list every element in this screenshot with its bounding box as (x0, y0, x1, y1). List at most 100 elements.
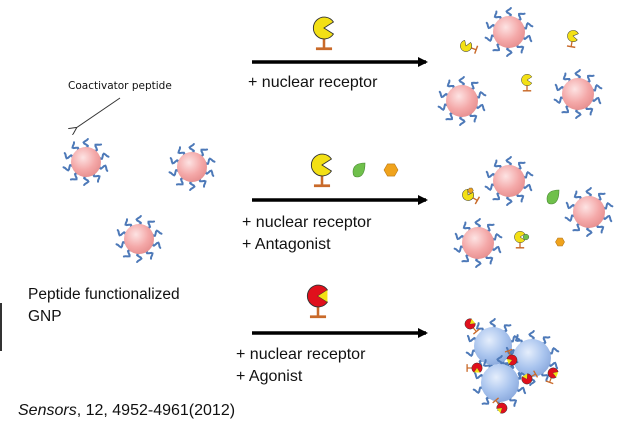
molecule-layer (306, 16, 579, 414)
gnp-row2-b (564, 187, 614, 237)
gnp-core (474, 327, 512, 365)
nanoparticle-layer (62, 7, 614, 411)
peptide-squiggle (585, 187, 592, 198)
peptide-squiggle (548, 347, 560, 355)
receptor-head (462, 188, 474, 201)
citation: Sensors, 12, 4952-4961(2012) (18, 402, 235, 420)
peptide-squiggle (505, 156, 512, 167)
peptide-squiggle (475, 257, 482, 268)
receptor-base (492, 397, 500, 404)
peptide-squiggle (199, 148, 209, 157)
free-receptor-row1-c (521, 74, 533, 92)
agonist-pocket (553, 371, 559, 378)
peptide-squiggle (575, 108, 582, 119)
peptide-squiggle (145, 249, 154, 260)
peptide-squiggle (586, 226, 593, 237)
peptide-squiggle (438, 90, 449, 99)
agonist-pocket (506, 358, 512, 365)
free-receptor-row1-b (460, 40, 479, 54)
receptor-head (547, 367, 559, 379)
peptide-squiggle (565, 201, 576, 210)
receptor-head (521, 373, 533, 385)
citation-journal: Sensors (18, 402, 77, 419)
citation-details: , 12, 4952-4961(2012) (76, 402, 236, 419)
peptide-squiggle (124, 218, 133, 229)
coactivator-pointer-arrow (76, 97, 121, 128)
free-antagonist-green-row2 (546, 189, 560, 205)
peptide-squiggle (505, 7, 512, 18)
peptide-squiggle (602, 214, 613, 223)
peptide-squiggle (516, 12, 526, 21)
peptide-squiggle (446, 79, 455, 90)
gnp-core (462, 227, 494, 259)
peptide-squiggle (485, 254, 494, 265)
agonist-pocket (318, 290, 328, 302)
antagonist-orange-icon (383, 163, 399, 177)
condition-agonist-receptor: + nuclear receptor (236, 346, 366, 363)
peptide-squiggle (522, 183, 533, 192)
gnp-core (513, 339, 551, 377)
receptor-base (566, 45, 576, 49)
condition-nuclear-receptor: + nuclear receptor (248, 74, 378, 91)
peptide-squiggle (98, 164, 109, 172)
gnp-row1-b (437, 76, 487, 126)
peptide-squiggle (474, 218, 481, 229)
peptide-squiggle (493, 10, 502, 21)
gnp-core (573, 196, 605, 228)
peptide-squiggle (177, 146, 186, 157)
receptor-head (496, 402, 508, 414)
peptide-squiggle (484, 183, 496, 191)
peptide-squiggle (574, 69, 581, 80)
peptide-squiggle (516, 386, 527, 395)
peptide-squiggle (522, 22, 534, 30)
peptide-squiggle (591, 84, 603, 92)
peptide-squiggle (175, 177, 185, 186)
gnp-caption-line2: GNP (28, 308, 62, 325)
condition-antagonist-receptor: + nuclear receptor (242, 214, 372, 231)
receptor-base (474, 196, 481, 205)
peptide-squiggle (516, 43, 525, 54)
bound-agonist-row3-f (492, 397, 508, 414)
peptide-squiggle (602, 202, 614, 210)
peptide-squiggle (516, 372, 528, 380)
edge-divider (0, 303, 2, 351)
bound-agonist-row3-a (464, 318, 480, 335)
peptide-squiggle (485, 170, 496, 179)
peptide-squiggle (204, 157, 216, 165)
peptide-squiggle (564, 214, 576, 222)
gnp-start-2 (168, 143, 216, 191)
bound-agonist-row3-b (504, 348, 518, 366)
peptide-squiggle (540, 371, 550, 382)
peptide-squiggle (496, 355, 503, 366)
peptide-squiggle (146, 220, 156, 229)
peptide-squiggle (561, 105, 571, 114)
peptide-squiggle (492, 192, 502, 201)
peptide-squiggle (461, 254, 471, 263)
peptide-squiggle (151, 241, 162, 249)
peptide-squiggle (93, 143, 103, 152)
agonist-pocket (474, 368, 480, 373)
peptide-squiggle (516, 161, 526, 170)
gnp-aggregate-b (504, 330, 560, 386)
agonist-pocket (522, 373, 528, 379)
peptide-squiggle (506, 195, 513, 206)
antagonist-orange-bound (467, 187, 474, 194)
peptide-squiggle (522, 171, 534, 179)
peptide-squiggle (481, 396, 491, 405)
peptide-squiggle (83, 175, 90, 186)
peptide-squiggle (522, 34, 533, 43)
receptor-antagonist-row2-a (462, 187, 481, 205)
bound-agonist-row3-e (521, 370, 539, 385)
peptide-squiggle (62, 164, 74, 172)
peptide-squiggle (475, 322, 485, 333)
receptor-icon-row1 (312, 16, 335, 51)
receptor-head (506, 354, 518, 366)
gnp-row2-c (453, 218, 503, 268)
peptide-squiggle (485, 223, 495, 232)
peptide-squiggle (465, 349, 477, 357)
receptor-head (310, 153, 333, 177)
gnp-start-1 (62, 138, 110, 186)
peptide-squiggle (553, 96, 565, 104)
